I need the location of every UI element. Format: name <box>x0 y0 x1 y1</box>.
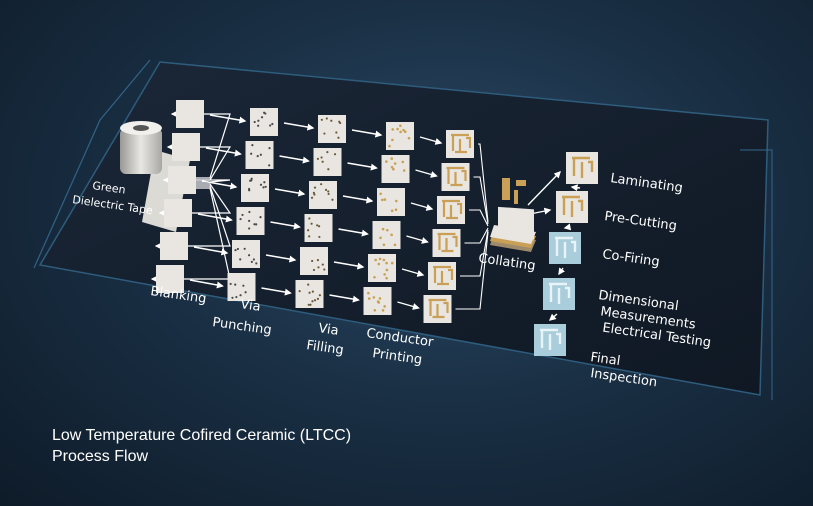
collated-stack <box>490 178 536 252</box>
final-step-tile <box>566 152 598 184</box>
sheet-dots <box>386 122 414 150</box>
merge-line <box>460 229 489 277</box>
sheet-dots <box>381 155 410 183</box>
sheet-blank <box>172 133 200 161</box>
fan-arrow <box>150 187 231 282</box>
via-punching-label-line2: Punching <box>211 315 272 338</box>
sheet-dots <box>377 188 405 216</box>
sheet-blank <box>176 100 204 128</box>
arrow-icon <box>270 221 301 230</box>
final-step-tile <box>549 232 581 264</box>
sheet-print <box>446 130 474 158</box>
arrow-icon <box>401 268 425 277</box>
sheet-holes <box>227 273 256 301</box>
sheet-dots <box>368 254 396 282</box>
final-step-tile <box>543 278 575 310</box>
sheet-grid <box>156 100 474 323</box>
arrow-icon <box>274 188 306 197</box>
arrow-icon <box>283 122 315 131</box>
arrow-icon <box>338 228 369 237</box>
fan-arrow <box>162 177 231 183</box>
sheet-blank <box>156 265 184 293</box>
tape-label-line1: Green <box>92 179 127 197</box>
sheet-holes <box>245 141 274 169</box>
arrow-icon <box>333 261 365 270</box>
merge-line <box>478 143 489 223</box>
via-filling-label-line2: Filling <box>305 338 344 358</box>
merge-line <box>469 209 489 227</box>
arrow-icon <box>419 136 443 145</box>
sheet-print <box>428 262 456 290</box>
sheet-filled <box>304 214 333 242</box>
arrow-icon <box>205 147 242 157</box>
final-step-label: Final <box>589 350 621 369</box>
arrow-icon <box>329 294 360 303</box>
arrow-icon <box>415 169 438 178</box>
conductor-printing-label-line2: Printing <box>371 346 423 368</box>
final-steps-column <box>534 152 598 356</box>
arrow-icon <box>342 195 374 204</box>
arrow-icon <box>563 223 572 231</box>
arrow-icon <box>209 114 247 124</box>
sheet-print <box>437 196 465 224</box>
arrow-icon <box>347 162 378 171</box>
arrow-icon <box>193 246 229 256</box>
sheet-dots <box>372 221 401 249</box>
sheet-filled <box>313 148 342 176</box>
sheet-filled <box>318 115 346 143</box>
merge-line <box>473 176 489 225</box>
arrow-icon <box>558 267 566 276</box>
arrow-icon <box>570 184 581 192</box>
arrow-icon <box>261 287 292 296</box>
merge-line <box>455 231 489 310</box>
sheet-blank <box>168 166 196 194</box>
final-step-tile <box>556 191 588 223</box>
arrow-icon <box>197 213 233 223</box>
sheet-print <box>441 163 470 191</box>
arrow-icon <box>201 180 238 190</box>
arrow-icon <box>351 129 383 138</box>
via-punching-label-line1: Via <box>239 297 261 315</box>
caption-line1: Low Temperature Cofired Ceramic (LTCC) <box>52 427 352 444</box>
caption: Low Temperature Cofired Ceramic (LTCC) P… <box>52 425 351 467</box>
arrow-icon <box>410 202 434 211</box>
arrow-icon <box>279 155 310 164</box>
fan-arrow <box>158 183 232 216</box>
arrow-icon <box>406 235 429 244</box>
caption-line2: Process Flow <box>52 448 149 465</box>
sheet-blank <box>160 232 188 260</box>
sheet-blank <box>164 199 192 227</box>
sheet-filled <box>295 280 324 308</box>
arrow-icon <box>527 170 561 206</box>
arrow-icon <box>397 301 420 310</box>
sheet-print <box>432 229 461 257</box>
arrow-icon <box>548 313 558 321</box>
sheet-holes <box>232 240 260 268</box>
sheet-dots <box>363 287 392 315</box>
flow-arrows <box>189 114 581 321</box>
final-step-tile <box>534 324 566 356</box>
merge-line <box>464 227 489 244</box>
sheet-filled <box>309 181 337 209</box>
sheet-print <box>423 295 452 323</box>
via-filling-label-line1: Via <box>317 321 339 339</box>
sheet-holes <box>250 108 278 136</box>
sheet-filled <box>300 247 328 275</box>
arrow-icon <box>189 279 224 289</box>
fan-arrow <box>154 185 231 249</box>
sheet-holes <box>241 174 269 202</box>
arrow-icon <box>265 254 297 263</box>
sheet-holes <box>236 207 265 235</box>
board <box>33 59 773 400</box>
